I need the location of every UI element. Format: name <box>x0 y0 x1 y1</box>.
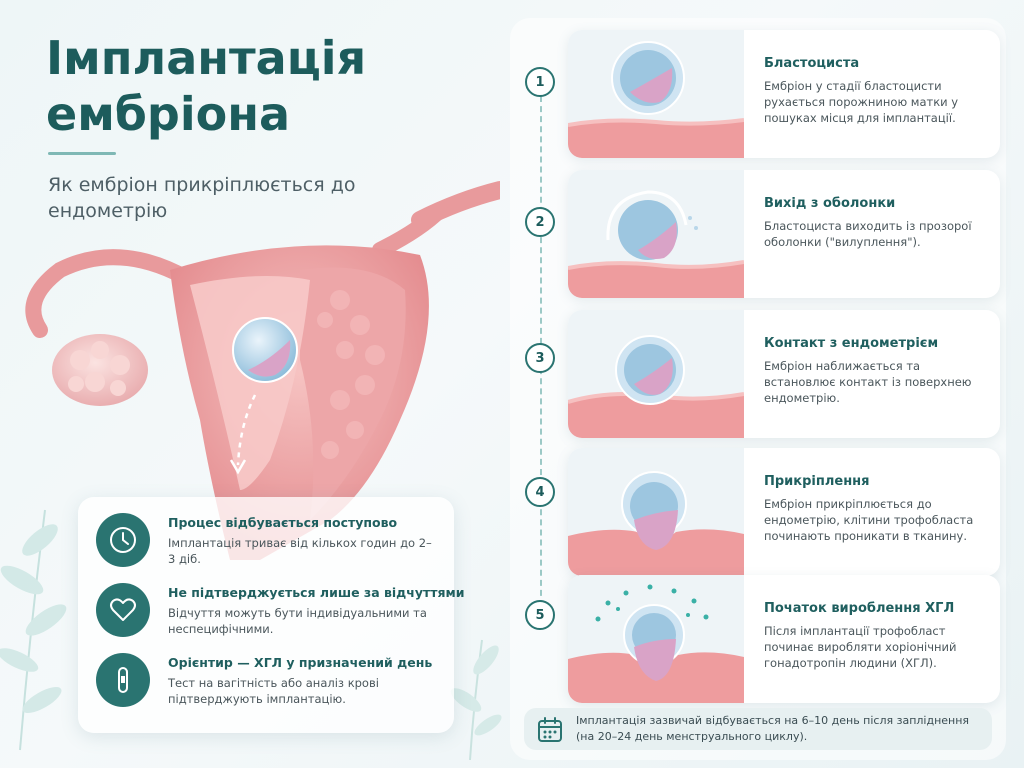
step-description: Після імплантації трофобласт починає вир… <box>764 624 957 670</box>
contact-illustration <box>568 310 744 438</box>
info-title: Орієнтир — ХГЛ у призначений день <box>168 655 433 670</box>
step-title: Початок вироблення ХГЛ <box>764 601 955 616</box>
title-line-1: Імплантація <box>46 31 367 85</box>
step-number-4: 4 <box>525 477 555 507</box>
info-text: Відчуття можуть бути індивідуальними та … <box>168 606 427 636</box>
info-card: Процес відбувається поступово Імплантаці… <box>78 497 465 733</box>
step-card-hatching: Вихід з оболонки Бластоциста виходить із… <box>568 170 1000 298</box>
timing-note-text: Імплантація зазвичай відбувається на 6–1… <box>576 714 970 743</box>
title-line-2: ембріона <box>46 87 291 141</box>
step-number-2: 2 <box>525 207 555 237</box>
step-number-1: 1 <box>525 67 555 97</box>
blastocyst-illustration <box>568 30 744 158</box>
attachment-illustration <box>568 448 744 576</box>
step-description: Ембріон прикріплюється до ендометрію, кл… <box>764 497 974 543</box>
step-card-attachment: Прикріплення Ембріон прикріплюється до е… <box>568 448 1000 576</box>
step-title: Прикріплення <box>764 474 870 489</box>
step-title: Бластоциста <box>764 56 860 71</box>
step-description: Ембріон наближається та встановлює конта… <box>764 359 972 405</box>
calendar-icon <box>538 717 562 742</box>
hatching-illustration <box>568 170 744 298</box>
heart-icon <box>96 583 150 637</box>
step-card-contact: Контакт з ендометрієм Ембріон наближаєть… <box>568 310 1000 438</box>
info-text: Тест на вагітність або аналіз крові підт… <box>168 676 379 706</box>
info-item-feelings: Не підтверджується лише за відчуттями Ві… <box>96 583 465 653</box>
info-item-hcg: Орієнтир — ХГЛ у призначений день Тест н… <box>96 653 446 723</box>
step-title: Контакт з ендометрієм <box>764 336 939 351</box>
info-title: Не підтверджується лише за відчуттями <box>168 585 465 600</box>
uterus-illustration <box>25 181 500 560</box>
page-subtitle: Як ембріон прикріплюється до ендометрію <box>48 174 356 222</box>
leaf-decoration <box>0 509 67 751</box>
step-card-blastocyst: Бластоциста Ембріон у стадії бластоцисти… <box>568 30 1000 158</box>
step-description: Ембріон у стадії бластоцисти рухається п… <box>764 79 959 125</box>
step-number-3: 3 <box>525 343 555 373</box>
info-item-gradual: Процес відбувається поступово Імплантаці… <box>96 513 446 583</box>
title-divider <box>48 152 116 155</box>
step-title: Вихід з оболонки <box>764 196 896 211</box>
step-description: Бластоциста виходить із прозорої оболонк… <box>764 219 972 249</box>
info-title: Процес відбувається поступово <box>168 515 398 530</box>
clock-icon <box>96 513 150 567</box>
leaf-decoration-small <box>450 639 502 760</box>
step-card-hcg: Початок вироблення ХГЛ Після імплантації… <box>568 575 1000 703</box>
timing-note: Імплантація зазвичай відбувається на 6–1… <box>524 708 992 750</box>
info-text: Імплантація триває від кількох годин до … <box>168 536 432 566</box>
step-number-5: 5 <box>525 600 555 630</box>
hcg-production-illustration <box>568 575 744 703</box>
pregnancy-test-icon <box>96 653 150 707</box>
page-title: Імплантація ембріона <box>46 30 466 142</box>
